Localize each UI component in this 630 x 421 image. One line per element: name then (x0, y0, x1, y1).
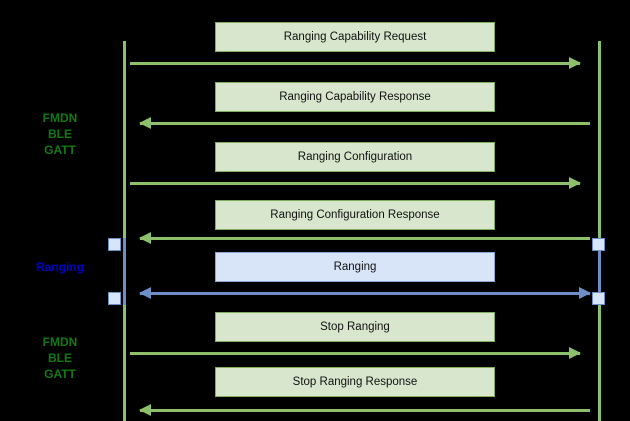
message-arrow-left (139, 404, 590, 416)
message-arrow-left (139, 117, 590, 129)
side-label-line: Ranging (36, 260, 84, 274)
arrowhead-right-icon (579, 287, 591, 299)
message-arrow-left (139, 232, 590, 244)
message-arrow-right (130, 347, 581, 359)
ranging-activation-left (123, 238, 126, 305)
side-label-ranging: Ranging (10, 259, 110, 275)
side-label-line: FMDN (42, 335, 78, 349)
message-arrow-right (130, 177, 581, 189)
message-box-ranging: Ranging (215, 252, 495, 282)
side-label-fmdn-ble-gatt-top: FMDN BLE GATT (10, 110, 110, 158)
message-box: Ranging Configuration Response (215, 200, 495, 230)
right-lifeline (598, 41, 601, 421)
ranging-activation-right (598, 238, 601, 305)
side-label-line: GATT (44, 367, 76, 381)
message-arrow-bidirectional (139, 287, 591, 299)
arrowhead-left-icon (139, 404, 151, 416)
message-box: Stop Ranging (215, 312, 495, 342)
arrowhead-left-icon (139, 232, 151, 244)
arrowhead-left-icon (139, 287, 151, 299)
arrowhead-right-icon (569, 177, 581, 189)
arrowhead-right-icon (569, 57, 581, 69)
side-label-line: BLE (48, 127, 72, 141)
arrowhead-left-icon (139, 117, 151, 129)
message-box: Ranging Configuration (215, 142, 495, 172)
activation-marker-left-top (108, 238, 121, 251)
activation-marker-right-bottom (592, 292, 605, 305)
activation-marker-right-top (592, 238, 605, 251)
side-label-line: FMDN (42, 111, 78, 125)
activation-marker-left-bottom (108, 292, 121, 305)
side-label-fmdn-ble-gatt-bottom: FMDN BLE GATT (10, 334, 110, 382)
side-label-line: GATT (44, 143, 76, 157)
side-label-line: BLE (48, 351, 72, 365)
message-box: Ranging Capability Request (215, 22, 495, 52)
message-box: Ranging Capability Response (215, 82, 495, 112)
left-lifeline (123, 41, 126, 421)
message-arrow-right (130, 57, 581, 69)
message-box: Stop Ranging Response (215, 367, 495, 397)
arrowhead-right-icon (569, 347, 581, 359)
